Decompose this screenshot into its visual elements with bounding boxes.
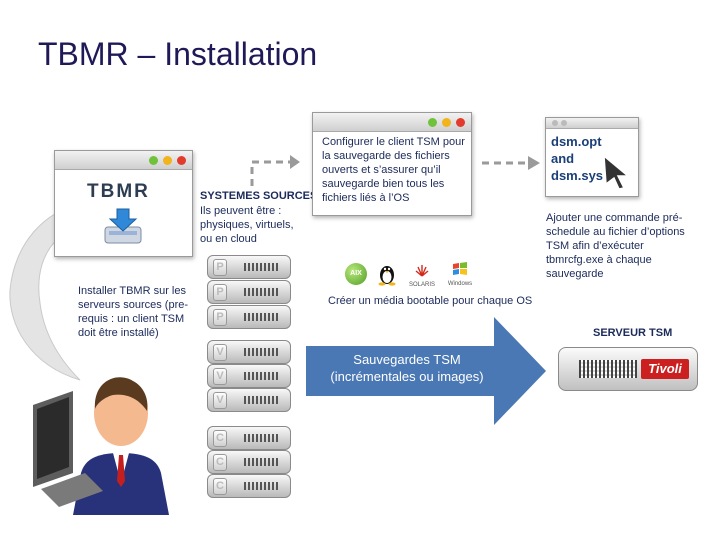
- user-at-computer-icon: [33, 377, 169, 515]
- server-grill: [244, 372, 280, 380]
- server-label: P: [213, 259, 227, 276]
- install-instructions: Installer TBMR sur les serveurs sources …: [78, 285, 189, 339]
- window-close-icon: [456, 118, 465, 127]
- windows-label: Windows: [447, 281, 473, 287]
- dsm-window: dsm.opt and dsm.sys: [545, 117, 639, 197]
- server-virtual: V: [207, 364, 291, 388]
- window-minimize-icon: [428, 118, 437, 127]
- server-label: P: [213, 309, 227, 326]
- backup-arrow-line2: (incrémentales ou images): [330, 369, 484, 384]
- server-grill: [579, 360, 637, 378]
- configure-text: Configurer le client TSM pour la sauvega…: [322, 136, 465, 204]
- cursor-icon: [603, 154, 631, 190]
- server-grill: [244, 348, 280, 356]
- solaris-sun-icon: [415, 265, 429, 277]
- window-dots-icon: [561, 120, 567, 126]
- install-icon: [104, 208, 142, 244]
- sources-heading: SYSTEMES SOURCES: [200, 190, 318, 202]
- tsm-server-heading: SERVEUR TSM: [593, 327, 673, 339]
- windows-logo-icon: Windows: [447, 262, 473, 288]
- dashed-arrow-to-config: [250, 155, 300, 186]
- backup-arrow: [306, 317, 546, 425]
- dashed-arrow-to-dsm: [482, 156, 540, 170]
- server-physical: P: [207, 255, 291, 279]
- server-grill: [244, 434, 280, 442]
- dsm-sys-label: dsm.sys: [551, 168, 604, 183]
- backup-arrow-line1: Sauvegardes TSM: [353, 352, 461, 367]
- dsm-opt-label: dsm.opt: [551, 134, 602, 149]
- window-close-icon: [177, 156, 186, 165]
- server-label: V: [213, 344, 227, 361]
- window-minimize-icon: [149, 156, 158, 165]
- solaris-logo-icon: SOLARIS: [406, 264, 438, 288]
- windows-flag-icon: [453, 262, 467, 275]
- configure-window: Configurer le client TSM pour la sauvega…: [312, 112, 472, 216]
- tivoli-logo: Tivoli: [641, 359, 689, 379]
- curved-arrow-icon: [9, 183, 109, 381]
- window-titlebar: [546, 118, 638, 129]
- page-title: TBMR – Installation: [38, 36, 318, 72]
- window-dots-icon: [552, 120, 558, 126]
- window-zoom-icon: [442, 118, 451, 127]
- server-virtual: V: [207, 388, 291, 412]
- tsm-server: Tivoli: [558, 347, 698, 391]
- bootable-text: Créer un média bootable pour chaque OS: [328, 295, 533, 307]
- linux-tux-icon: [378, 266, 396, 286]
- server-grill: [244, 396, 280, 404]
- server-grill: [244, 263, 280, 271]
- aix-label: AIX: [350, 270, 362, 277]
- server-grill: [244, 313, 280, 321]
- server-label: C: [213, 430, 227, 447]
- server-cloud: C: [207, 474, 291, 498]
- window-zoom-icon: [163, 156, 172, 165]
- tbmr-logo: TBMR: [87, 181, 150, 202]
- schedule-text: Ajouter une commande pré-schedule au fic…: [546, 212, 685, 280]
- server-label: V: [213, 392, 227, 409]
- server-label: P: [213, 284, 227, 301]
- window-titlebar: [55, 151, 192, 170]
- server-label: C: [213, 478, 227, 495]
- aix-logo-icon: AIX: [345, 263, 367, 285]
- server-grill: [244, 482, 280, 490]
- server-physical: P: [207, 280, 291, 304]
- server-label: V: [213, 368, 227, 385]
- server-cloud: C: [207, 450, 291, 474]
- server-grill: [244, 288, 280, 296]
- dsm-and-label: and: [551, 151, 575, 166]
- server-grill: [244, 458, 280, 466]
- server-cloud: C: [207, 426, 291, 450]
- solaris-label: SOLARIS: [408, 282, 435, 288]
- server-physical: P: [207, 305, 291, 329]
- sources-description: Ils peuvent être : physiques, virtuels, …: [200, 205, 294, 245]
- server-label: C: [213, 454, 227, 471]
- tbmr-window: TBMR: [54, 150, 193, 257]
- window-titlebar: [313, 113, 471, 132]
- server-virtual: V: [207, 340, 291, 364]
